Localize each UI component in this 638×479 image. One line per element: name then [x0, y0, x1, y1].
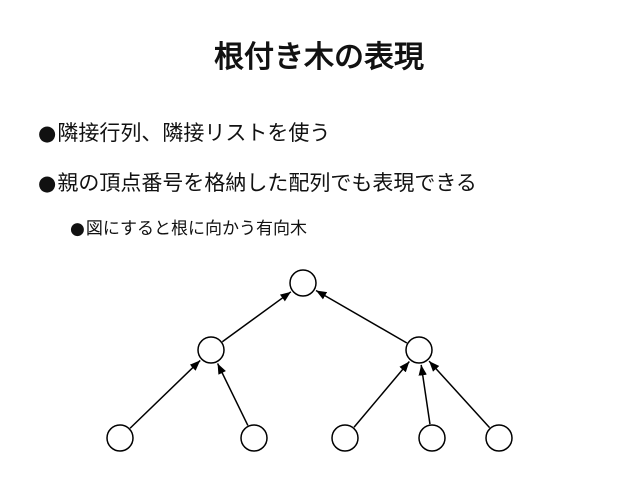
tree-nodes — [106, 269, 513, 452]
tree-edge-arrow — [129, 359, 201, 429]
tree-node-l1 — [106, 424, 134, 452]
bullet-dot: ● — [38, 171, 57, 195]
tree-node-l2 — [240, 424, 268, 452]
bullet-item-1: ● 隣接行列、隣接リストを使う — [38, 118, 330, 148]
sub-bullet-item: ● 図にすると根に向かう有向木 — [70, 216, 307, 242]
tree-edge-arrow — [216, 363, 249, 426]
bullet-text: 隣接行列、隣接リストを使う — [57, 121, 331, 145]
tree-edges — [129, 289, 491, 429]
tree-edge-arrow — [353, 360, 410, 428]
tree-node-root — [289, 269, 317, 297]
bullet-dot: ● — [70, 219, 85, 239]
tree-node-left — [197, 336, 225, 364]
tree-edge-arrow — [221, 291, 292, 343]
tree-edge-arrow — [428, 360, 491, 429]
bullet-text: 親の頂点番号を格納した配列でも表現できる — [57, 171, 477, 195]
tree-edge-arrow — [315, 289, 408, 344]
bullet-text: 図にすると根に向かう有向木 — [85, 219, 308, 239]
slide-title: 根付き木の表現 — [214, 40, 424, 75]
tree-node-r2 — [418, 424, 446, 452]
tree-node-r3 — [485, 424, 513, 452]
bullet-item-2: ● 親の頂点番号を格納した配列でも表現できる — [38, 168, 477, 198]
bullet-dot: ● — [38, 121, 57, 145]
tree-edge-arrow — [418, 364, 431, 425]
tree-node-r1 — [331, 424, 359, 452]
tree-node-right — [405, 336, 433, 364]
